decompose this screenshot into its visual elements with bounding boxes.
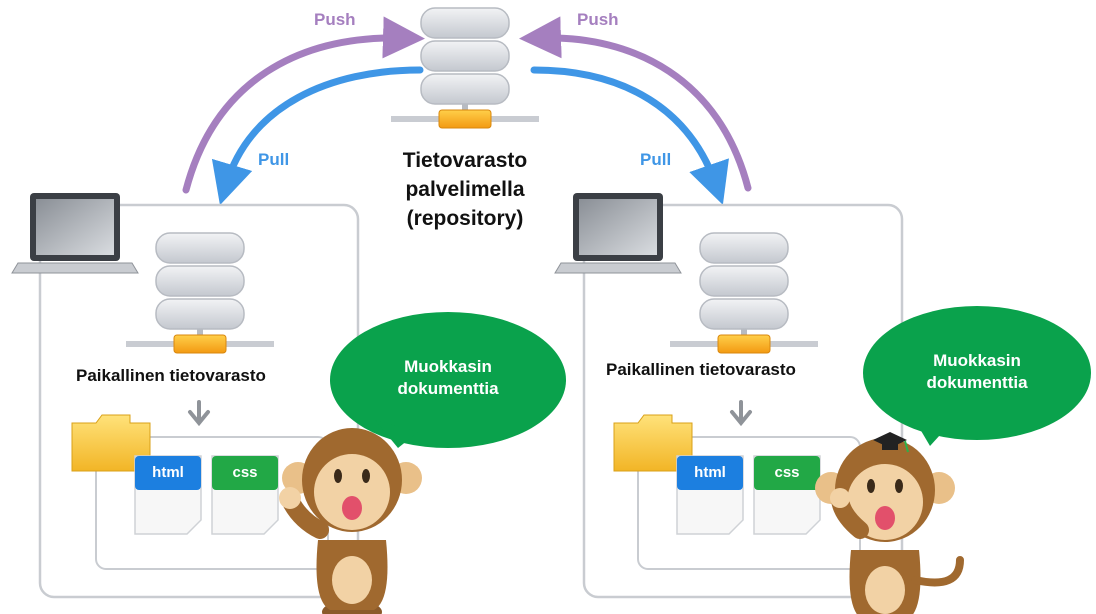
right-monkey-character <box>815 438 964 614</box>
push-label-right: Push <box>577 10 619 29</box>
right-css-file-icon <box>753 455 821 535</box>
right-speech-bubble <box>863 306 1091 440</box>
right-database-icon <box>669 232 819 354</box>
left-css-file-icon <box>211 455 279 535</box>
pull-label-left: Pull <box>258 150 290 169</box>
pull-arrow-left <box>211 66 424 206</box>
graduation-cap-icon <box>873 432 909 453</box>
left-html-file-icon <box>134 455 202 535</box>
right-html-tag: html <box>694 464 726 481</box>
left-local-repo-label: Paikallinen tietovarasto <box>76 366 266 385</box>
right-down-arrow-icon <box>730 400 752 427</box>
push-arrow-right <box>519 16 752 192</box>
right-html-file-icon <box>676 455 744 535</box>
left-speech-text: Muokkasin dokumenttia <box>397 357 499 398</box>
push-label-left: Push <box>314 10 356 29</box>
right-speech-text: Muokkasin dokumenttia <box>926 351 1028 392</box>
pull-label-right: Pull <box>640 150 672 169</box>
push-arrow-left <box>182 16 425 194</box>
pull-arrow-right <box>530 66 729 205</box>
right-css-tag: css <box>774 464 800 481</box>
left-down-arrow-icon <box>188 400 210 427</box>
right-laptop-icon <box>554 192 682 274</box>
left-css-tag: css <box>232 464 258 481</box>
left-laptop-icon <box>11 192 139 274</box>
left-html-tag: html <box>152 464 184 481</box>
right-local-repo-label: Paikallinen tietovarasto <box>606 360 796 379</box>
left-monkey-character <box>279 428 422 614</box>
left-database-icon <box>125 232 275 354</box>
left-speech-bubble <box>330 312 566 448</box>
server-repository-label: Tietovarasto palvelimella (repository) <box>402 149 528 230</box>
